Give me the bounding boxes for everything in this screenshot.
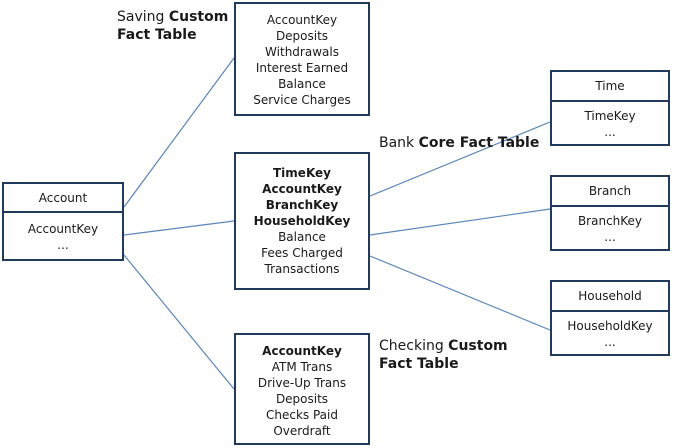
household-field: HouseholdKey [567, 319, 653, 333]
branch-field: BranchKey [577, 214, 643, 228]
checking-caption-prefix: Checking [379, 338, 449, 354]
checking-key-field: AccountKey [262, 344, 342, 358]
core-caption: Bank Core Fact Table [379, 134, 539, 152]
core-key-field: HouseholdKey [253, 214, 351, 228]
saving-field: Withdrawals [265, 45, 339, 59]
connector-account-saving [123, 57, 235, 208]
core-caption-bold: Core Fact Table [418, 135, 540, 151]
core-key-field: AccountKey [262, 182, 342, 196]
branch-title: Branch [552, 177, 668, 207]
time-field: TimeKey [584, 109, 636, 123]
connector-core-household [369, 255, 551, 331]
checking-field: Overdraft [273, 424, 331, 438]
connector-account-core [123, 220, 235, 236]
branch-field: ... [604, 230, 616, 244]
saving-caption-bold: Custom [168, 9, 229, 25]
checking-caption-bold: Custom [448, 338, 508, 354]
checking-field: Drive-Up Trans [257, 376, 347, 390]
account-dimension-table: Account AccountKey ... [2, 182, 124, 261]
core-fact-table: TimeKey AccountKey BranchKey HouseholdKe… [234, 152, 370, 290]
account-field: AccountKey [27, 222, 99, 236]
checking-field: Deposits [275, 392, 329, 406]
time-dimension-table: Time TimeKey ... [550, 70, 670, 146]
checking-caption: Checking Custom Fact Table [379, 337, 508, 373]
checking-caption-bold-2: Fact Table [379, 356, 459, 372]
checking-field: ATM Trans [271, 360, 333, 374]
saving-field: Interest Earned [255, 61, 349, 75]
saving-field: Deposits [275, 29, 329, 43]
core-key-field: TimeKey [273, 166, 331, 180]
connector-core-time [369, 121, 551, 197]
saving-field: Balance [278, 77, 326, 91]
core-caption-prefix: Bank [379, 135, 419, 151]
saving-caption-prefix: Saving [117, 9, 169, 25]
account-title: Account [4, 184, 122, 213]
checking-fact-table: AccountKey ATM Trans Drive-Up Trans Depo… [234, 333, 370, 445]
saving-caption-bold-2: Fact Table [117, 27, 197, 43]
connector-account-checking [123, 254, 235, 390]
household-dimension-table: Household HouseholdKey ... [550, 280, 670, 356]
core-key-field: BranchKey [265, 198, 339, 212]
core-field: Fees Charged [261, 246, 343, 260]
saving-fact-table: AccountKey Deposits Withdrawals Interest… [234, 2, 370, 116]
core-field: Balance [278, 230, 326, 244]
saving-field: AccountKey [266, 13, 338, 27]
household-title: Household [552, 282, 668, 312]
account-field: ... [57, 238, 69, 252]
connector-core-branch [369, 208, 551, 236]
time-title: Time [552, 72, 668, 102]
branch-dimension-table: Branch BranchKey ... [550, 175, 670, 251]
saving-caption: Saving Custom Fact Table [117, 8, 228, 44]
household-field: ... [604, 335, 616, 349]
checking-field: Checks Paid [266, 408, 338, 422]
saving-field: Service Charges [253, 93, 351, 107]
time-field: ... [604, 125, 616, 139]
core-field: Transactions [264, 262, 340, 276]
